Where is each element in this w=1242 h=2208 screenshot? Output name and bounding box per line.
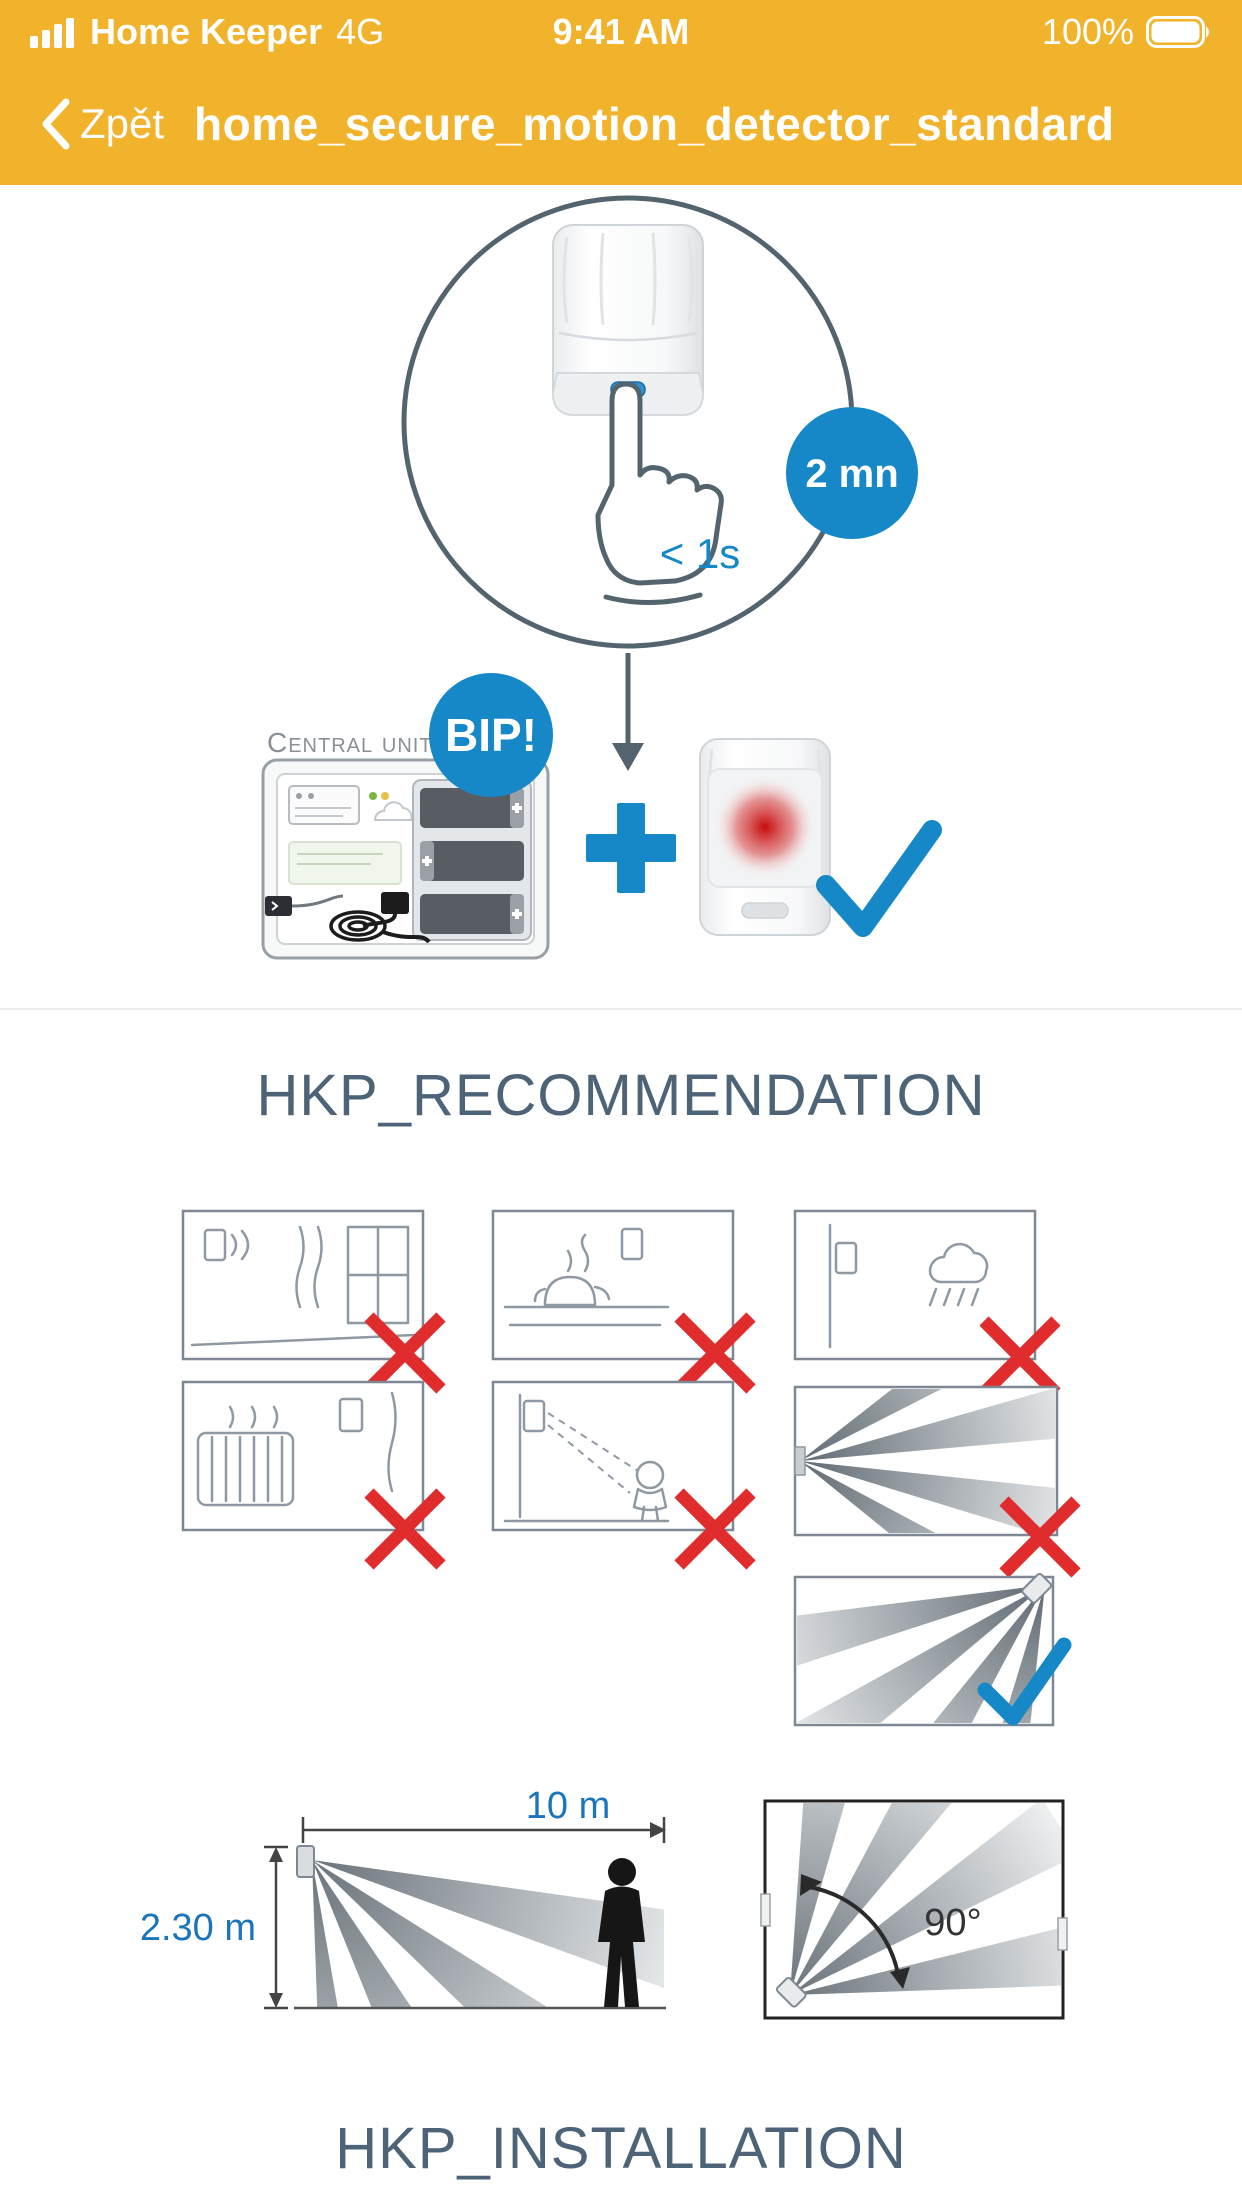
warning-outdoor-rain bbox=[793, 1209, 1061, 1398]
chevron-left-icon bbox=[42, 98, 70, 150]
power-adapter bbox=[381, 892, 409, 914]
angle-arc bbox=[808, 1885, 901, 1981]
detector-icon bbox=[1021, 1572, 1053, 1604]
wall-marker bbox=[760, 1893, 771, 1927]
person-silhouette bbox=[598, 1858, 645, 2007]
prohibited-icon bbox=[979, 1316, 1061, 1398]
hand-cuff-line bbox=[603, 592, 703, 605]
pointing-hand-icon bbox=[595, 381, 724, 586]
warning-children-pets bbox=[491, 1380, 756, 1570]
wall-marker bbox=[1057, 1917, 1068, 1951]
prohibited-icon bbox=[364, 1488, 446, 1570]
recommendation-title: HKP_RECOMMENDATION bbox=[256, 1063, 986, 1128]
paired-detector-illustration bbox=[699, 738, 831, 936]
timer-badge: 2 mn bbox=[786, 407, 918, 539]
central-unit-illustration: Central unit bbox=[261, 727, 550, 960]
detection-beams bbox=[800, 1389, 1055, 1533]
beep-badge: BIP! bbox=[429, 673, 553, 797]
height-label: 2.30 m bbox=[140, 1907, 256, 1949]
angle-label: 90° bbox=[924, 1902, 981, 1944]
prohibited-icon bbox=[364, 1312, 446, 1394]
navigation-bar: Zpět home_secure_motion_detector_standar… bbox=[0, 63, 1242, 185]
motion-detector-illustration bbox=[551, 224, 705, 416]
recommendation-grid bbox=[181, 1209, 1081, 1727]
detection-beams bbox=[312, 1860, 664, 2008]
warning-window-draft bbox=[181, 1209, 446, 1394]
pairing-diagram: < 1s 2 mn Central unit bbox=[261, 195, 942, 960]
angle-top-view: 90° bbox=[760, 1799, 1068, 2020]
signal-strength-icon bbox=[30, 17, 74, 48]
detector-icon bbox=[620, 1227, 644, 1261]
content-divider bbox=[0, 1008, 1242, 1010]
battery-percent-label: 100% bbox=[1041, 10, 1134, 52]
detector-icon bbox=[834, 1241, 858, 1275]
carrier-label: Home Keeper bbox=[90, 10, 323, 52]
cloud-icon bbox=[373, 801, 413, 821]
detector-icon bbox=[522, 1399, 546, 1433]
prohibited-icon bbox=[674, 1312, 756, 1394]
clock: 9:41 AM bbox=[552, 10, 690, 52]
warning-beam-orientation bbox=[793, 1385, 1081, 1578]
detector-icon bbox=[203, 1228, 227, 1262]
battery-cells bbox=[420, 788, 524, 934]
installation-diagrams: 10 m 2.30 m bbox=[140, 1790, 1068, 2020]
back-button[interactable]: Zpět bbox=[38, 96, 164, 152]
range-side-view: 10 m 2.30 m bbox=[140, 1790, 666, 2010]
central-unit-label: Central unit bbox=[267, 727, 433, 758]
child-icon bbox=[632, 1460, 668, 1523]
beep-badge-label: BIP! bbox=[445, 709, 537, 761]
prohibited-icon bbox=[674, 1488, 756, 1570]
detector-icon bbox=[775, 1976, 807, 2008]
arrow-down-icon bbox=[612, 653, 644, 771]
status-bar: Home Keeper 4G 9:41 AM 100% bbox=[0, 0, 1242, 63]
rain-cloud-icon bbox=[928, 1242, 989, 1307]
network-type-label: 4G bbox=[336, 10, 385, 52]
cable-coil bbox=[329, 910, 431, 944]
content-area: < 1s 2 mn Central unit bbox=[0, 185, 1242, 2208]
detector-icon bbox=[338, 1397, 364, 1433]
detector-icon bbox=[794, 1446, 806, 1476]
prohibited-icon bbox=[999, 1496, 1081, 1578]
installation-title: HKP_INSTALLATION bbox=[335, 2116, 907, 2181]
red-led-glow bbox=[713, 775, 817, 879]
approved-beam-orientation bbox=[793, 1572, 1072, 1727]
success-check-icon bbox=[816, 820, 942, 937]
radiator-icon bbox=[196, 1431, 295, 1507]
kettle-icon bbox=[543, 1275, 597, 1307]
detector-icon bbox=[296, 1845, 315, 1878]
approved-check-icon bbox=[977, 1637, 1072, 1726]
plus-icon bbox=[586, 803, 676, 893]
battery-icon bbox=[1146, 15, 1209, 48]
press-duration-label: < 1s bbox=[660, 530, 741, 577]
timer-badge-label: 2 mn bbox=[805, 452, 898, 496]
warning-radiator bbox=[181, 1380, 446, 1570]
warning-heat-source bbox=[491, 1209, 756, 1394]
page-title: home_secure_motion_detector_standard bbox=[194, 98, 1115, 150]
range-label: 10 m bbox=[526, 1790, 610, 1827]
back-button-label: Zpět bbox=[80, 100, 165, 147]
